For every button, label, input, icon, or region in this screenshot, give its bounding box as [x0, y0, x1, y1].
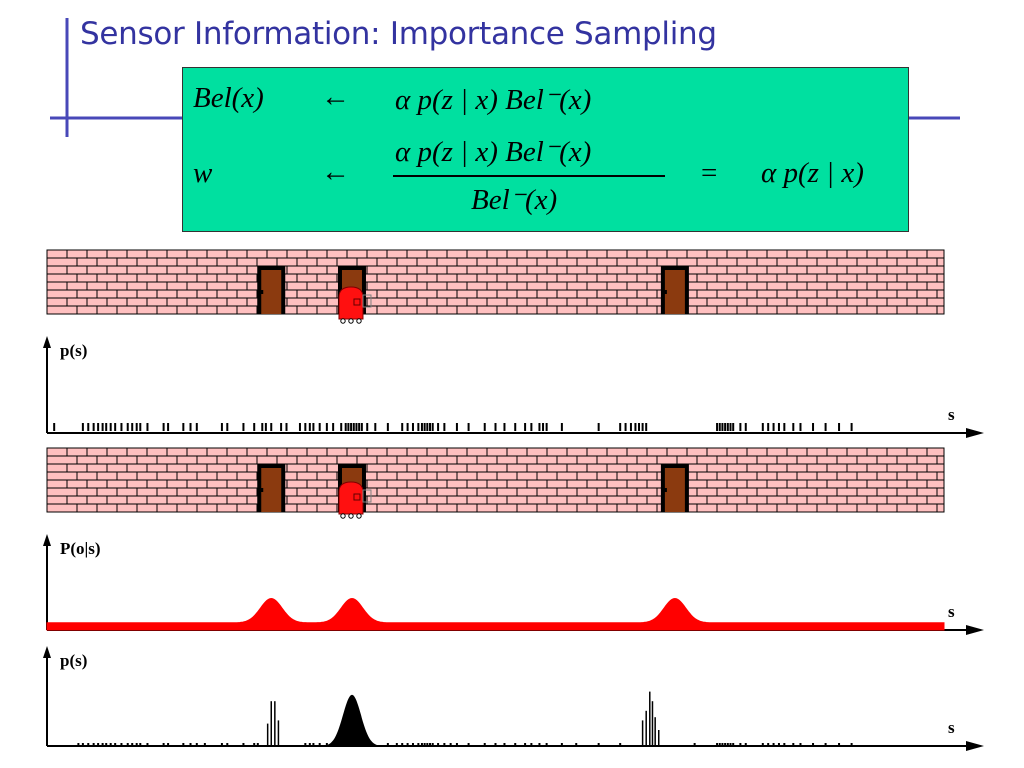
x-axis-arrowhead	[966, 625, 984, 635]
formula-1-lhs: Bel(x)	[193, 82, 264, 114]
x-axis-label: s	[948, 405, 955, 424]
observation-likelihood-plot: P(o|s) s	[43, 534, 984, 635]
corridor-panel-1	[40, 247, 984, 332]
formula-2-result: α p(z | x)	[761, 157, 864, 189]
door	[664, 468, 685, 512]
formula-2-arrow: ←	[321, 156, 350, 188]
x-axis-arrowhead	[966, 428, 984, 438]
y-axis-label: p(s)	[60, 651, 87, 670]
corridor-panel-2	[40, 445, 984, 527]
door-knob	[260, 290, 264, 294]
corridor-scene-1	[46, 249, 945, 324]
robot-sensor	[353, 298, 361, 306]
robot-wheel	[356, 318, 362, 324]
formula-2-denominator: Bel⁻(x)	[471, 184, 558, 216]
robot-wheel	[348, 318, 354, 324]
formula-box: Bel(x) ← α p(z | x) Bel⁻(x) w ← α p(z | …	[182, 67, 909, 232]
particle-cluster	[325, 694, 379, 746]
observation-likelihood-panel: P(o|s) s	[40, 530, 984, 640]
weighted-particles-panel: p(s) s	[40, 642, 984, 752]
robot-wheel	[348, 513, 354, 519]
formula-2-equals: =	[701, 157, 718, 189]
robot-wheel	[340, 318, 346, 324]
particles-prior-plot: p(s) s	[43, 336, 984, 438]
door-knob	[663, 290, 667, 294]
corridor-scene-2	[46, 447, 945, 519]
weighted-particles-plot: p(s) s	[43, 646, 984, 751]
robot-sensor-beam	[362, 489, 372, 503]
formula-1-arrow: ←	[321, 81, 350, 113]
particles-prior-panel: p(s) s	[40, 332, 984, 440]
robot-body	[338, 286, 364, 320]
slide-title: Sensor Information: Importance Sampling	[80, 16, 717, 52]
x-axis-label: s	[948, 718, 955, 737]
y-axis-arrowhead	[43, 646, 51, 658]
likelihood-curve	[46, 597, 945, 631]
formula-2-numerator: α p(z | x) Bel⁻(x)	[395, 136, 592, 168]
brick-mortar	[47, 448, 944, 512]
door	[261, 468, 282, 512]
robot-wheel	[340, 513, 346, 519]
robot-sensor-beam	[362, 294, 372, 308]
y-axis-arrowhead	[43, 336, 51, 348]
y-axis-label: P(o|s)	[60, 539, 101, 558]
robot-wheel	[356, 513, 362, 519]
x-axis-label: s	[948, 602, 955, 621]
robot-body	[338, 481, 364, 515]
y-axis-label: p(s)	[60, 341, 87, 360]
fraction-bar	[393, 175, 665, 177]
formula-2-lhs: w	[193, 157, 213, 189]
robot-sensor	[353, 493, 361, 501]
door-knob	[663, 488, 667, 492]
brick-mortar	[47, 250, 944, 314]
formula-1-rhs: α p(z | x) Bel⁻(x)	[395, 84, 592, 116]
y-axis-arrowhead	[43, 534, 51, 546]
x-axis-arrowhead	[966, 741, 984, 751]
door-knob	[260, 488, 264, 492]
door	[261, 270, 282, 314]
door	[664, 270, 685, 314]
